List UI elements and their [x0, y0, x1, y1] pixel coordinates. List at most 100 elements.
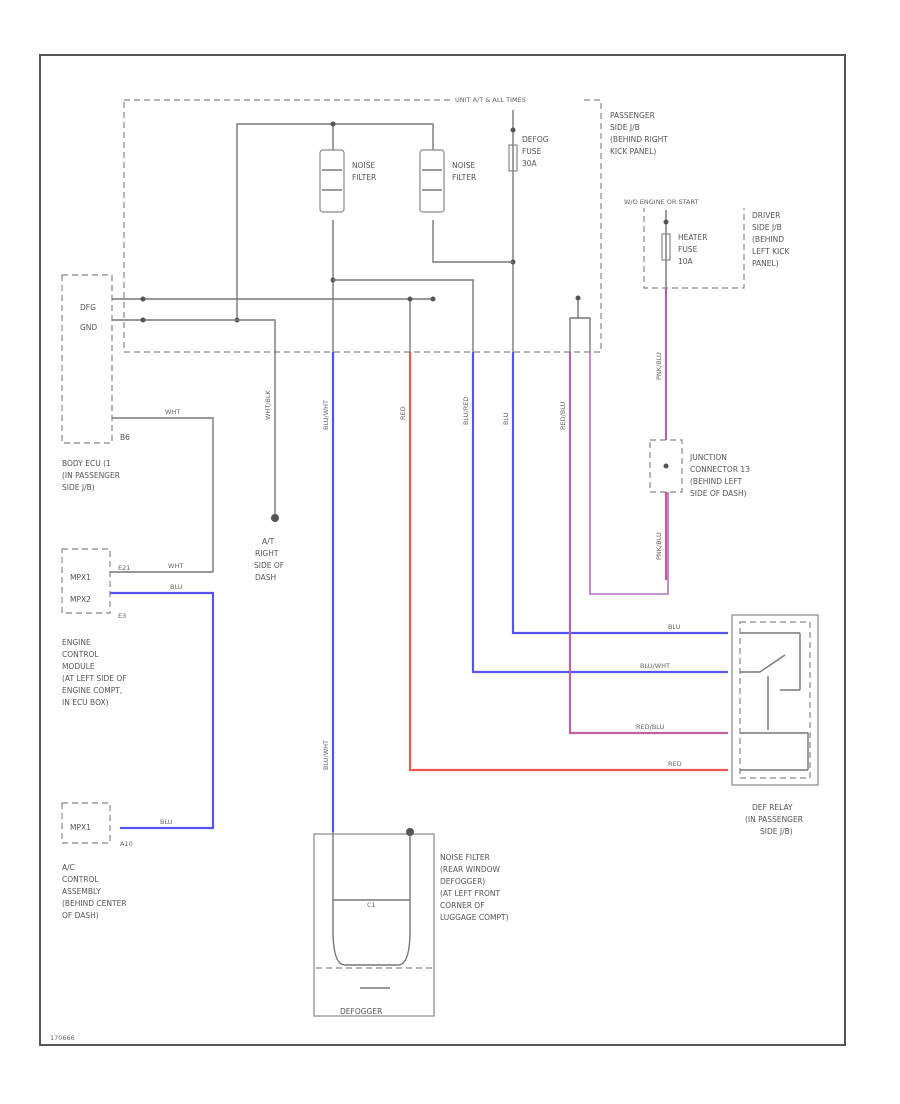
svg-text:LEFT KICK: LEFT KICK	[752, 247, 790, 256]
passenger-jb-box	[123, 99, 602, 353]
svg-text:(AT LEFT FRONT: (AT LEFT FRONT	[440, 889, 501, 898]
svg-text:HEATER: HEATER	[678, 233, 707, 242]
passenger-jb-internal-wiring	[140, 110, 591, 352]
noise-filter-2: NOISE FILTER	[419, 149, 476, 213]
svg-text:RED: RED	[399, 406, 407, 420]
driver-jb-header: W/O ENGINE OR START	[624, 198, 699, 206]
svg-text:SIDE OF: SIDE OF	[254, 561, 284, 570]
svg-text:MODULE: MODULE	[62, 662, 95, 671]
ground-point: WHT/BLK A/T RIGHT SIDE OF DASH	[254, 352, 284, 582]
svg-text:BLU: BLU	[668, 623, 681, 631]
svg-text:WHT: WHT	[168, 562, 183, 570]
svg-text:BODY ECU (1: BODY ECU (1	[62, 459, 111, 468]
defog-fuse: DEFOG FUSE 30A	[508, 135, 549, 172]
svg-text:RED/BLU: RED/BLU	[636, 723, 665, 731]
svg-text:(BEHIND CENTER: (BEHIND CENTER	[62, 899, 127, 908]
svg-text:NOISE FILTER: NOISE FILTER	[440, 853, 490, 862]
red-blue-wire-to-relay: RED/BLU RED/BLU	[559, 352, 728, 735]
svg-text:MPX1: MPX1	[70, 573, 91, 582]
svg-text:IN ECU BOX): IN ECU BOX)	[62, 698, 109, 707]
svg-text:A/C: A/C	[62, 863, 75, 872]
body-ecu: DFG GND WHT B6 BODY ECU (1 (IN PASSENGER…	[61, 274, 214, 572]
noise-filter-1: NOISE FILTER	[319, 149, 376, 213]
svg-text:FILTER: FILTER	[452, 173, 476, 182]
svg-text:JUNCTION: JUNCTION	[689, 453, 727, 462]
svg-text:30A: 30A	[522, 159, 538, 168]
svg-text:PNK/BLU: PNK/BLU	[655, 352, 663, 380]
svg-text:ENGINE COMPT,: ENGINE COMPT,	[62, 686, 122, 695]
svg-text:MPX1: MPX1	[70, 823, 91, 832]
svg-text:A10: A10	[120, 840, 133, 848]
svg-text:GND: GND	[80, 323, 97, 332]
svg-text:OF DASH): OF DASH)	[62, 911, 99, 920]
svg-text:SIDE OF DASH): SIDE OF DASH)	[690, 489, 747, 498]
svg-text:BLU/WHT: BLU/WHT	[640, 662, 670, 670]
svg-text:FILTER: FILTER	[352, 173, 376, 182]
driver-jb-header-bg	[620, 196, 750, 208]
passenger-jb-label: PASSENGER SIDE J/B (BEHIND RIGHT KICK PA…	[610, 111, 668, 156]
ac-control-assembly: MPX1 BLU A10 A/C CONTROL ASSEMBLY (BEHIN…	[61, 802, 173, 920]
svg-text:C1: C1	[367, 901, 376, 909]
svg-text:KICK PANEL): KICK PANEL)	[610, 147, 656, 156]
svg-text:CONNECTOR 13: CONNECTOR 13	[690, 465, 750, 474]
passenger-jb-header: UNIT A/T & ALL TIMES	[455, 96, 526, 104]
svg-text:NOISE: NOISE	[452, 161, 475, 170]
svg-text:SIDE J/B): SIDE J/B)	[760, 827, 793, 836]
svg-text:(IN PASSENGER: (IN PASSENGER	[745, 815, 803, 824]
rear-noise-filter: C1 NOISE FILTER (REAR WINDOW DEFOGGER) (…	[313, 828, 509, 1017]
svg-text:FUSE: FUSE	[522, 147, 542, 156]
svg-text:(IN PASSENGER: (IN PASSENGER	[62, 471, 120, 480]
svg-text:DFG: DFG	[80, 303, 96, 312]
svg-text:FUSE: FUSE	[678, 245, 698, 254]
svg-text:BLU: BLU	[160, 818, 173, 826]
svg-text:ASSEMBLY: ASSEMBLY	[62, 887, 101, 896]
svg-text:NOISE: NOISE	[352, 161, 375, 170]
blue-wire-to-defogger: BLU/WHT BLU/WHT	[322, 352, 335, 832]
pink-wire-heater-fuse: PNK/BLU PNK/BLU	[655, 288, 668, 580]
svg-text:BLU/RED: BLU/RED	[462, 397, 470, 425]
svg-text:B6: B6	[120, 433, 130, 442]
svg-text:DEFOGGER: DEFOGGER	[340, 1007, 382, 1016]
svg-text:A/T: A/T	[262, 537, 275, 546]
blue-wire-3-to-relay: BLU BLU	[502, 352, 728, 635]
defog-relay: DEF RELAY (IN PASSENGER SIDE J/B)	[731, 614, 819, 836]
svg-text:RIGHT: RIGHT	[255, 549, 279, 558]
figure-id: 170666	[50, 1034, 75, 1042]
svg-text:BLU: BLU	[170, 583, 183, 591]
svg-text:(BEHIND: (BEHIND	[752, 235, 784, 244]
defogger: DEFOGGER	[316, 929, 432, 1016]
svg-text:PASSENGER: PASSENGER	[610, 111, 655, 120]
svg-text:DEFOG: DEFOG	[522, 135, 549, 144]
svg-text:(BEHIND RIGHT: (BEHIND RIGHT	[610, 135, 668, 144]
svg-text:(AT LEFT SIDE OF: (AT LEFT SIDE OF	[62, 674, 127, 683]
svg-text:DEFOGGER): DEFOGGER)	[440, 877, 485, 886]
svg-text:LUGGAGE COMPT): LUGGAGE COMPT)	[440, 913, 509, 922]
svg-text:BLU: BLU	[502, 412, 510, 425]
svg-text:WHT: WHT	[165, 408, 180, 416]
svg-text:CONTROL: CONTROL	[62, 875, 99, 884]
diagram-frame	[39, 54, 846, 1046]
blue-wire-2-to-relay: BLU/RED BLU/WHT	[462, 352, 728, 674]
svg-text:(REAR WINDOW: (REAR WINDOW	[440, 865, 501, 874]
svg-text:DRIVER: DRIVER	[752, 211, 780, 220]
driver-jb-label: DRIVER SIDE J/B (BEHIND LEFT KICK PANEL)	[752, 211, 790, 268]
svg-text:RED/BLU: RED/BLU	[559, 401, 567, 430]
svg-text:BLU/WHT: BLU/WHT	[322, 400, 330, 430]
svg-text:WHT/BLK: WHT/BLK	[264, 389, 272, 420]
purple-wire-to-junction	[589, 352, 669, 595]
svg-text:RED: RED	[668, 760, 682, 768]
svg-text:PANEL): PANEL)	[752, 259, 779, 268]
svg-text:BLU/WHT: BLU/WHT	[322, 740, 330, 770]
svg-text:SIDE J/B: SIDE J/B	[610, 123, 640, 132]
red-wire-to-relay: RED RED	[399, 352, 728, 772]
svg-text:ENGINE: ENGINE	[62, 638, 91, 647]
junction-connector-13: JUNCTION CONNECTOR 13 (BEHIND LEFT SIDE …	[649, 439, 750, 498]
svg-text:PNK/BLU: PNK/BLU	[655, 532, 663, 560]
svg-text:CORNER OF: CORNER OF	[440, 901, 485, 910]
svg-text:10A: 10A	[678, 257, 694, 266]
passenger-jb-header-bg	[450, 93, 580, 105]
svg-text:CONTROL: CONTROL	[62, 650, 99, 659]
svg-text:SIDE J/B: SIDE J/B	[752, 223, 782, 232]
